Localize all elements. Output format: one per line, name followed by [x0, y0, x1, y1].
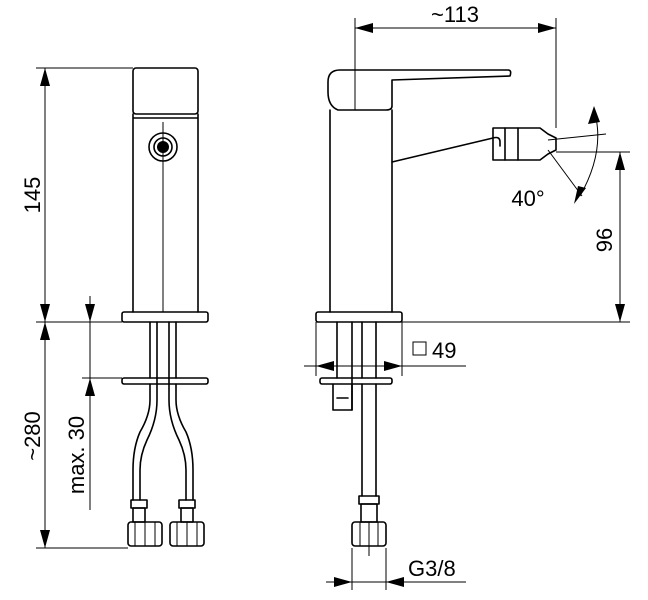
square-symbol: [412, 341, 427, 356]
front-nozzle-inner: [153, 137, 173, 157]
dim-113-label: ~113: [431, 2, 479, 27]
dim-145-label: 145: [20, 177, 45, 214]
dim-thread-label: G3/8: [408, 556, 456, 581]
dim-max-30: max. 30: [64, 296, 122, 510]
side-base-plate: [315, 311, 403, 323]
side-lever: [327, 69, 512, 111]
dim-280: ~280: [20, 322, 128, 549]
dim-angle-label: 40°: [511, 186, 544, 211]
side-body: [329, 109, 393, 313]
dim-280-label: ~280: [20, 411, 45, 461]
front-body: [132, 113, 199, 313]
front-handle: [132, 67, 199, 115]
dim-96: 96: [402, 151, 630, 323]
dim-113: ~113: [354, 2, 557, 128]
front-view: [121, 67, 209, 547]
front-base-plate: [121, 311, 209, 323]
front-hose-left: [139, 321, 158, 501]
front-fixing-washer: [121, 377, 209, 385]
dim-145: 145: [20, 67, 133, 323]
dim-49: 49: [304, 322, 466, 376]
side-fixing-washer: [319, 377, 393, 385]
side-view: [315, 69, 557, 556]
front-nozzle: [148, 132, 178, 162]
dim-96-label: 96: [592, 228, 617, 252]
front-nozzle-core: [157, 141, 169, 153]
dim-max-30-label: max. 30: [64, 416, 89, 494]
side-spout-nozzle: [492, 127, 557, 161]
dim-thread: G3/8: [326, 548, 466, 590]
dim-49-label: 49: [432, 338, 456, 363]
side-hose: [361, 383, 377, 497]
dim-angle: 40°: [511, 106, 607, 211]
front-hose-right: [168, 321, 187, 501]
